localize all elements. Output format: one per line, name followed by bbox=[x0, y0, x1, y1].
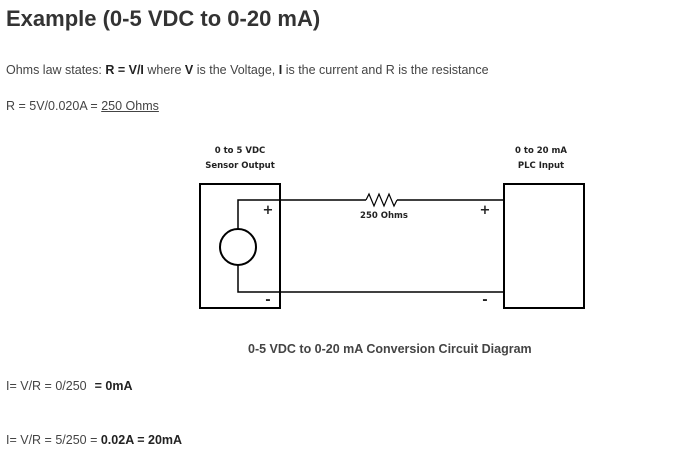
current-max-expression: I= V/R = 5/250 = bbox=[6, 433, 101, 447]
sensor-top-internal-wire bbox=[237, 199, 280, 229]
resistor-symbol bbox=[365, 192, 398, 208]
voltage-symbol: V bbox=[184, 63, 194, 77]
plc-label-line2: PLC Input bbox=[518, 161, 564, 171]
sensor-label-line2: Sensor Output bbox=[205, 161, 275, 171]
current-zero-calculation: I= V/R = 0/250 = 0mA bbox=[6, 379, 132, 393]
current-max-result: 0.02A = 20mA bbox=[100, 433, 183, 447]
ohms-law-prefix: Ohms law states: bbox=[6, 63, 106, 77]
current-zero-expression: I= V/R = 0/250 bbox=[6, 379, 87, 393]
ohms-law-where: where bbox=[143, 63, 185, 77]
current-symbol: I bbox=[278, 63, 283, 77]
ohms-law-statement: Ohms law states: R = V/I where V is the … bbox=[6, 63, 489, 77]
plc-label-line1: 0 to 20 mA bbox=[515, 146, 567, 156]
resistance-expression: R = 5V/0.020A = bbox=[6, 99, 102, 113]
circuit-diagram-svg: 0 to 5 VDC Sensor Output 0 to 20 mA PLC … bbox=[199, 146, 585, 309]
voltage-source-symbol bbox=[219, 228, 257, 266]
current-description: is the current and R is the resistance bbox=[282, 63, 489, 77]
sensor-bottom-internal-wire bbox=[237, 265, 280, 293]
voltage-description: is the Voltage, bbox=[193, 63, 279, 77]
resistance-calculation: R = 5V/0.020A = 250 Ohms bbox=[6, 99, 159, 113]
sensor-plus-sign: + bbox=[263, 203, 274, 218]
circuit-diagram: 0 to 5 VDC Sensor Output 0 to 20 mA PLC … bbox=[188, 140, 598, 320]
sensor-label-line1: 0 to 5 VDC bbox=[215, 146, 265, 156]
resistance-result: 250 Ohms bbox=[101, 99, 159, 113]
sensor-minus-sign: - bbox=[265, 293, 270, 308]
page-title: Example (0-5 VDC to 0-20 mA) bbox=[6, 6, 321, 31]
current-zero-result: = 0mA bbox=[94, 379, 133, 393]
diagram-caption: 0-5 VDC to 0-20 mA Conversion Circuit Di… bbox=[248, 342, 532, 356]
ohms-law-formula: R = V/I bbox=[105, 63, 144, 77]
plc-box bbox=[503, 183, 585, 309]
current-max-calculation: I= V/R = 5/250 = 0.02A = 20mA bbox=[6, 433, 182, 447]
resistor-label: 250 Ohms bbox=[360, 211, 408, 221]
plc-minus-sign: - bbox=[482, 293, 487, 308]
sensor-box bbox=[199, 183, 281, 309]
plc-plus-sign: + bbox=[480, 203, 491, 218]
